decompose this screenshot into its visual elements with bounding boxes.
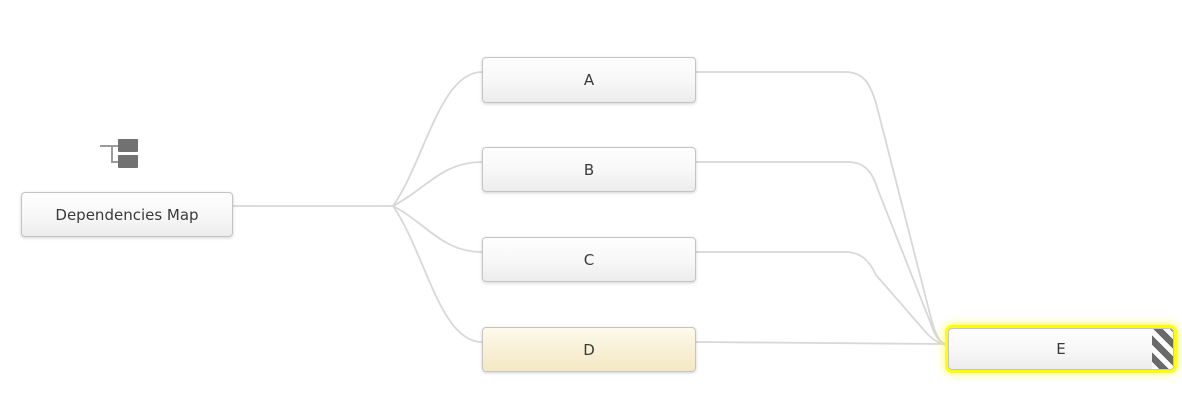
edge-root-a bbox=[392, 71, 483, 207]
node-b[interactable]: B bbox=[482, 147, 696, 192]
hazard-stripes-decoration bbox=[1152, 329, 1173, 369]
edge-root-b bbox=[392, 161, 483, 207]
node-d-highlighted[interactable]: D bbox=[482, 327, 696, 372]
node-label: C bbox=[583, 250, 595, 269]
edge-c-e bbox=[695, 251, 946, 346]
tree-hierarchy-icon bbox=[100, 139, 138, 168]
node-label: A bbox=[583, 71, 595, 89]
node-e-selected[interactable]: E bbox=[948, 328, 1174, 370]
edge-root-d bbox=[392, 205, 483, 343]
node-label: E bbox=[1056, 340, 1066, 358]
node-label: B bbox=[583, 160, 595, 179]
node-a[interactable]: A bbox=[482, 57, 696, 103]
edge-a-e bbox=[695, 71, 946, 345]
node-c[interactable]: C bbox=[482, 237, 696, 282]
edge-root-c bbox=[392, 205, 483, 253]
node-dependencies-map[interactable]: Dependencies Map bbox=[21, 192, 233, 237]
node-label: Dependencies Map bbox=[55, 205, 199, 224]
edge-b-e bbox=[695, 161, 946, 345]
node-label: D bbox=[583, 340, 595, 359]
edge-d-e bbox=[695, 341, 946, 345]
